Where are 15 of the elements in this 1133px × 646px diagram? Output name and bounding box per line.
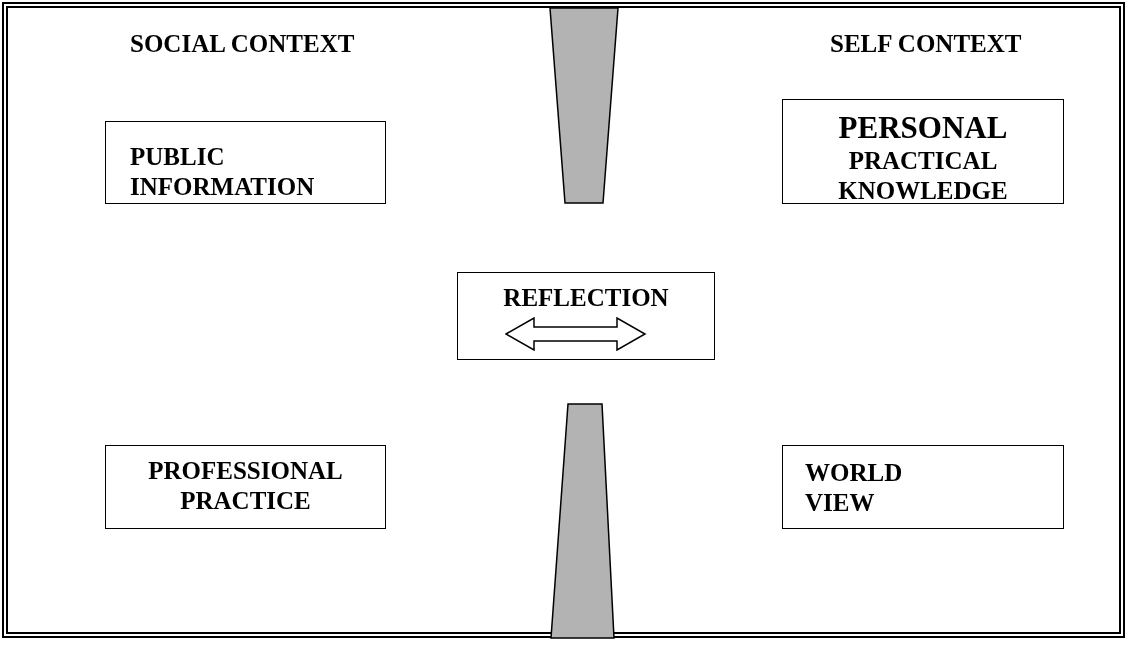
- concept-box: [782, 99, 1064, 204]
- concept-box: [105, 445, 386, 529]
- concept-box: [782, 445, 1064, 529]
- box-text: PROFESSIONAL PRACTICE: [147, 456, 344, 516]
- concept-box: [105, 121, 386, 204]
- divider-wedge: [549, 7, 619, 204]
- box-text: PUBLIC INFORMATION: [130, 142, 316, 202]
- box-text: REFLECTION: [502, 283, 670, 313]
- context-heading: SELF CONTEXT: [830, 30, 1022, 58]
- divider-wedge: [550, 403, 615, 639]
- box-text: PRACTICAL KNOWLEDGE: [837, 146, 1009, 206]
- concept-box: [457, 272, 715, 360]
- box-text: PERSONAL: [837, 110, 1009, 146]
- context-heading: SOCIAL CONTEXT: [130, 30, 355, 58]
- box-text: WORLD VIEW: [805, 458, 904, 518]
